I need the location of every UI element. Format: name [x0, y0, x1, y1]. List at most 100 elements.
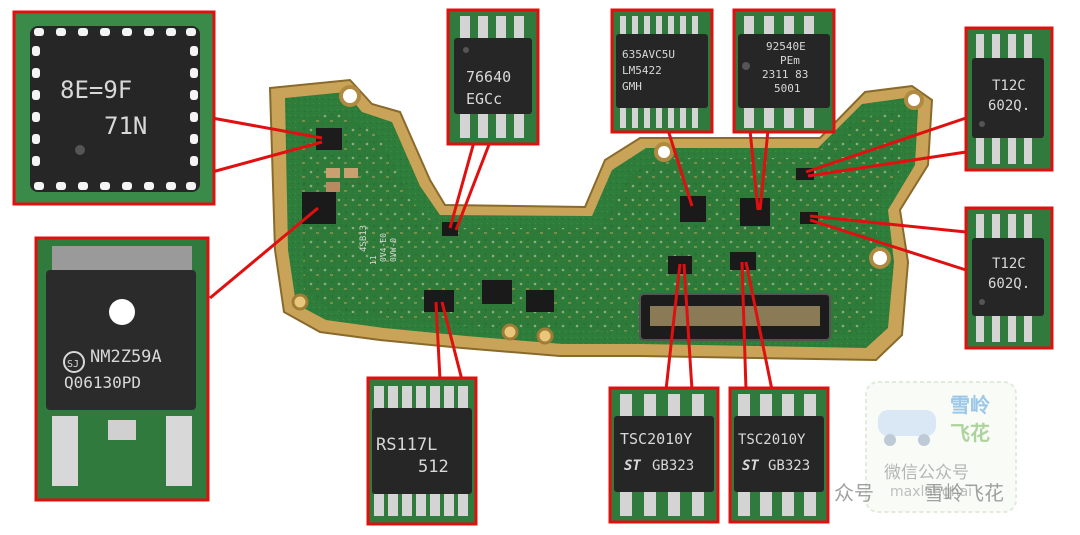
chip-marking: 76640	[466, 68, 511, 86]
watermark-public-name: 雪岭飞花	[924, 481, 1004, 505]
dpak-hole	[109, 299, 135, 325]
chip-marking: PEm	[780, 54, 800, 67]
callout-lines	[209, 116, 967, 391]
watermark: 雪岭 飞花 微信公众号 maxlanghai	[865, 381, 1017, 513]
chip-marking: RS117L	[376, 435, 437, 455]
watermark-car-wheel	[884, 434, 896, 446]
pin1-dot	[463, 47, 469, 53]
mounting-hole	[869, 247, 891, 269]
callout-line	[664, 263, 682, 391]
chip-marking: 5001	[774, 82, 801, 95]
callout-line	[666, 129, 694, 207]
chip-marking: T12C	[992, 256, 1026, 272]
chip-marking: 71N	[104, 112, 147, 140]
board-chip-msop	[442, 222, 458, 236]
qfn-pads	[32, 28, 198, 190]
silkscreen-line: 0V4-E0	[379, 233, 388, 262]
chip-marking: 92540E	[766, 40, 806, 53]
callout-line	[809, 214, 967, 234]
mounting-hole	[536, 327, 554, 345]
chip-marking: 635AVC5U	[622, 48, 675, 61]
board-chip-lm5422	[680, 196, 706, 222]
pin1-dot	[979, 121, 985, 127]
callout-line	[211, 116, 323, 140]
chip-marking: NM2Z59A	[90, 347, 162, 367]
chip-marking: T12C	[992, 78, 1026, 94]
board-chip-dpak	[302, 192, 336, 224]
board-chip-rs117	[424, 290, 454, 312]
soic-leads	[620, 394, 704, 516]
dpak-logo-text: SJ	[67, 359, 79, 370]
tssop-leads	[620, 16, 698, 128]
mounting-hole	[291, 293, 309, 311]
callout-line	[748, 129, 760, 211]
dpak-logo	[63, 351, 85, 373]
chip-marking: 602Q.	[988, 98, 1030, 114]
chip-marking: 512	[418, 457, 449, 477]
callout-line	[740, 261, 748, 391]
dpak-lead	[52, 416, 78, 486]
zoom-box-qfn: 8E=9F 71N	[12, 10, 216, 206]
capacitor	[326, 182, 340, 192]
callout-line	[211, 140, 323, 174]
chip-marking: EGCc	[466, 90, 502, 108]
board-chip-qfn	[316, 128, 342, 150]
callout-line	[758, 129, 770, 211]
board-chip-mosfet	[526, 290, 554, 312]
mounting-hole	[501, 323, 519, 341]
callout-line	[440, 301, 464, 381]
st-logo: ST	[624, 458, 641, 474]
callout-line	[209, 206, 319, 300]
callout-line	[454, 141, 492, 231]
st-logo: ST	[742, 458, 759, 474]
msop-leads	[460, 16, 524, 138]
callout-line	[744, 261, 774, 391]
board-chip-tsc	[730, 252, 756, 270]
capacitor	[344, 168, 358, 178]
mounting-hole	[904, 90, 924, 110]
mounting-hole	[654, 142, 674, 162]
chip-marking: GB323	[652, 458, 694, 474]
rs117-leads	[374, 386, 468, 516]
callout-line	[448, 141, 476, 229]
capacitor	[326, 168, 340, 178]
watermark-brand: 雪岭	[950, 393, 990, 417]
callout-line	[809, 218, 967, 272]
chip-marking: LM5422	[622, 64, 662, 77]
board-connector-pins	[650, 306, 820, 326]
msop-leads	[976, 34, 1032, 164]
msop-leads	[976, 214, 1032, 342]
watermark-public-prefix: 众号	[834, 481, 874, 505]
chip-marking: TSC2010Y	[738, 432, 806, 448]
chip-marking: Q06130PD	[64, 373, 141, 392]
watermark-brand: 飞花	[950, 421, 990, 445]
watermark-car-body	[878, 410, 936, 436]
zoom-box-t12c-top: T12C 602Q.	[964, 26, 1054, 172]
pin1-dot	[75, 145, 85, 155]
callout-line	[805, 116, 967, 174]
chip-marking: 602Q.	[988, 276, 1030, 292]
zoom-box-dpak: SJ NM2Z59A Q06130PD	[34, 236, 210, 502]
board-chip-92540	[740, 198, 770, 226]
soic-leads	[738, 394, 816, 516]
watermark-account: 微信公众号	[884, 463, 969, 483]
dpak-lead	[108, 420, 136, 440]
pin1-dot	[979, 299, 985, 305]
mounting-hole	[339, 85, 361, 107]
zoom-box-76640: 76640 EGCc	[446, 8, 540, 146]
silkscreen-line: 4SB13	[359, 225, 369, 252]
callout-line	[682, 263, 694, 391]
callout-line	[434, 301, 442, 381]
chip-marking: TSC2010Y	[620, 430, 692, 448]
chip-marking: 2311 83	[762, 68, 808, 81]
silkscreen-line: 0VW-0	[389, 238, 398, 262]
board-chip-mosfet	[482, 280, 512, 304]
zoom-box-tsc-left: TSC2010Y ST GB323	[608, 386, 720, 524]
zoom-box-rs117: RS117L 512	[366, 376, 478, 526]
zoom-box-t12c-bottom: T12C 602Q.	[964, 206, 1054, 350]
pin1-dot	[742, 62, 750, 70]
chip-marking: GB323	[768, 458, 810, 474]
watermark-car-wheel	[918, 434, 930, 446]
watermark-latin: maxlanghai	[890, 484, 972, 500]
